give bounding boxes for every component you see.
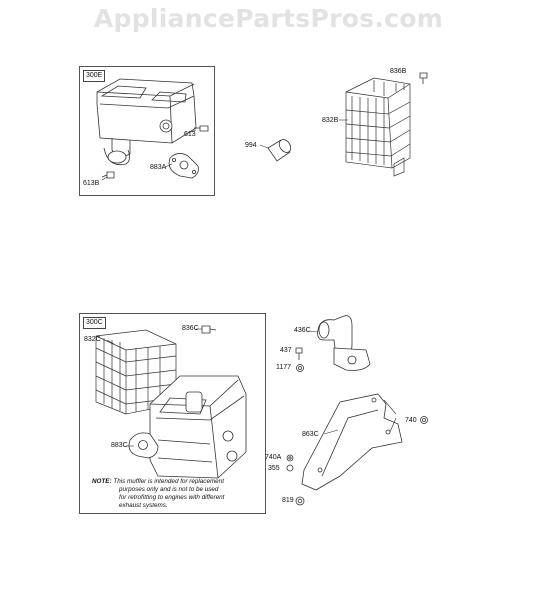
screw-613b-part[interactable] xyxy=(102,172,114,178)
label-1177: 1177 xyxy=(276,364,292,371)
note-line-1: This muffler is intended for replacement xyxy=(113,478,224,485)
note-line-3: for retrofitting to engines with differe… xyxy=(119,494,225,501)
label-819: 819 xyxy=(282,497,294,504)
nut-740-part[interactable] xyxy=(421,417,428,424)
note-line-4: exhaust systems. xyxy=(119,502,168,509)
panel-300c xyxy=(79,313,266,514)
muffler-300e-part[interactable] xyxy=(97,79,196,165)
note-line-2: purposes only and is not to be used xyxy=(119,486,219,493)
label-863c: 863C xyxy=(302,431,319,438)
label-436c: 436C xyxy=(294,327,311,334)
panel-300c-tag: 300C xyxy=(83,317,106,329)
label-836c: 836C xyxy=(182,325,199,332)
muffler-300c-part[interactable] xyxy=(150,376,246,478)
label-883c: 883C xyxy=(111,442,128,449)
label-740: 740 xyxy=(405,417,417,424)
bracket-863c-part[interactable] xyxy=(302,394,402,490)
label-613: 613 xyxy=(184,131,196,138)
label-613b: 613B xyxy=(83,180,100,187)
muffler-guard-832b-part[interactable] xyxy=(346,78,410,176)
label-355: 355 xyxy=(268,465,280,472)
label-740a: 740A xyxy=(265,454,282,461)
label-832b: 832B xyxy=(322,117,339,124)
label-437: 437 xyxy=(280,347,292,354)
label-994: 994 xyxy=(245,142,257,149)
watermark-text: AppliancePartsPros.com xyxy=(93,4,444,33)
label-836b: 836B xyxy=(390,68,407,75)
label-832c: 832C xyxy=(84,336,101,343)
note-text: NOTE: This muffler is intended for repla… xyxy=(92,478,262,510)
note-prefix: NOTE: xyxy=(92,478,112,485)
label-883a: 883A xyxy=(150,164,167,171)
screw-819-part[interactable] xyxy=(296,497,304,505)
exhaust-elbow-436c-part[interactable] xyxy=(318,316,370,371)
screw-437-part[interactable] xyxy=(296,348,302,360)
gasket-883c-part[interactable] xyxy=(129,433,158,458)
screw-613-part[interactable] xyxy=(194,126,208,131)
panel-300e-tag: 300E xyxy=(83,70,106,82)
nut-740a-part[interactable] xyxy=(287,455,293,461)
screw-836c-part[interactable] xyxy=(202,326,216,333)
washer-355-part[interactable] xyxy=(287,465,293,471)
gasket-883a-part[interactable] xyxy=(169,153,198,178)
screw-836b-part[interactable] xyxy=(420,73,427,84)
spark-arrestor-994-part[interactable] xyxy=(260,137,293,161)
nut-1177-part[interactable] xyxy=(297,365,304,372)
